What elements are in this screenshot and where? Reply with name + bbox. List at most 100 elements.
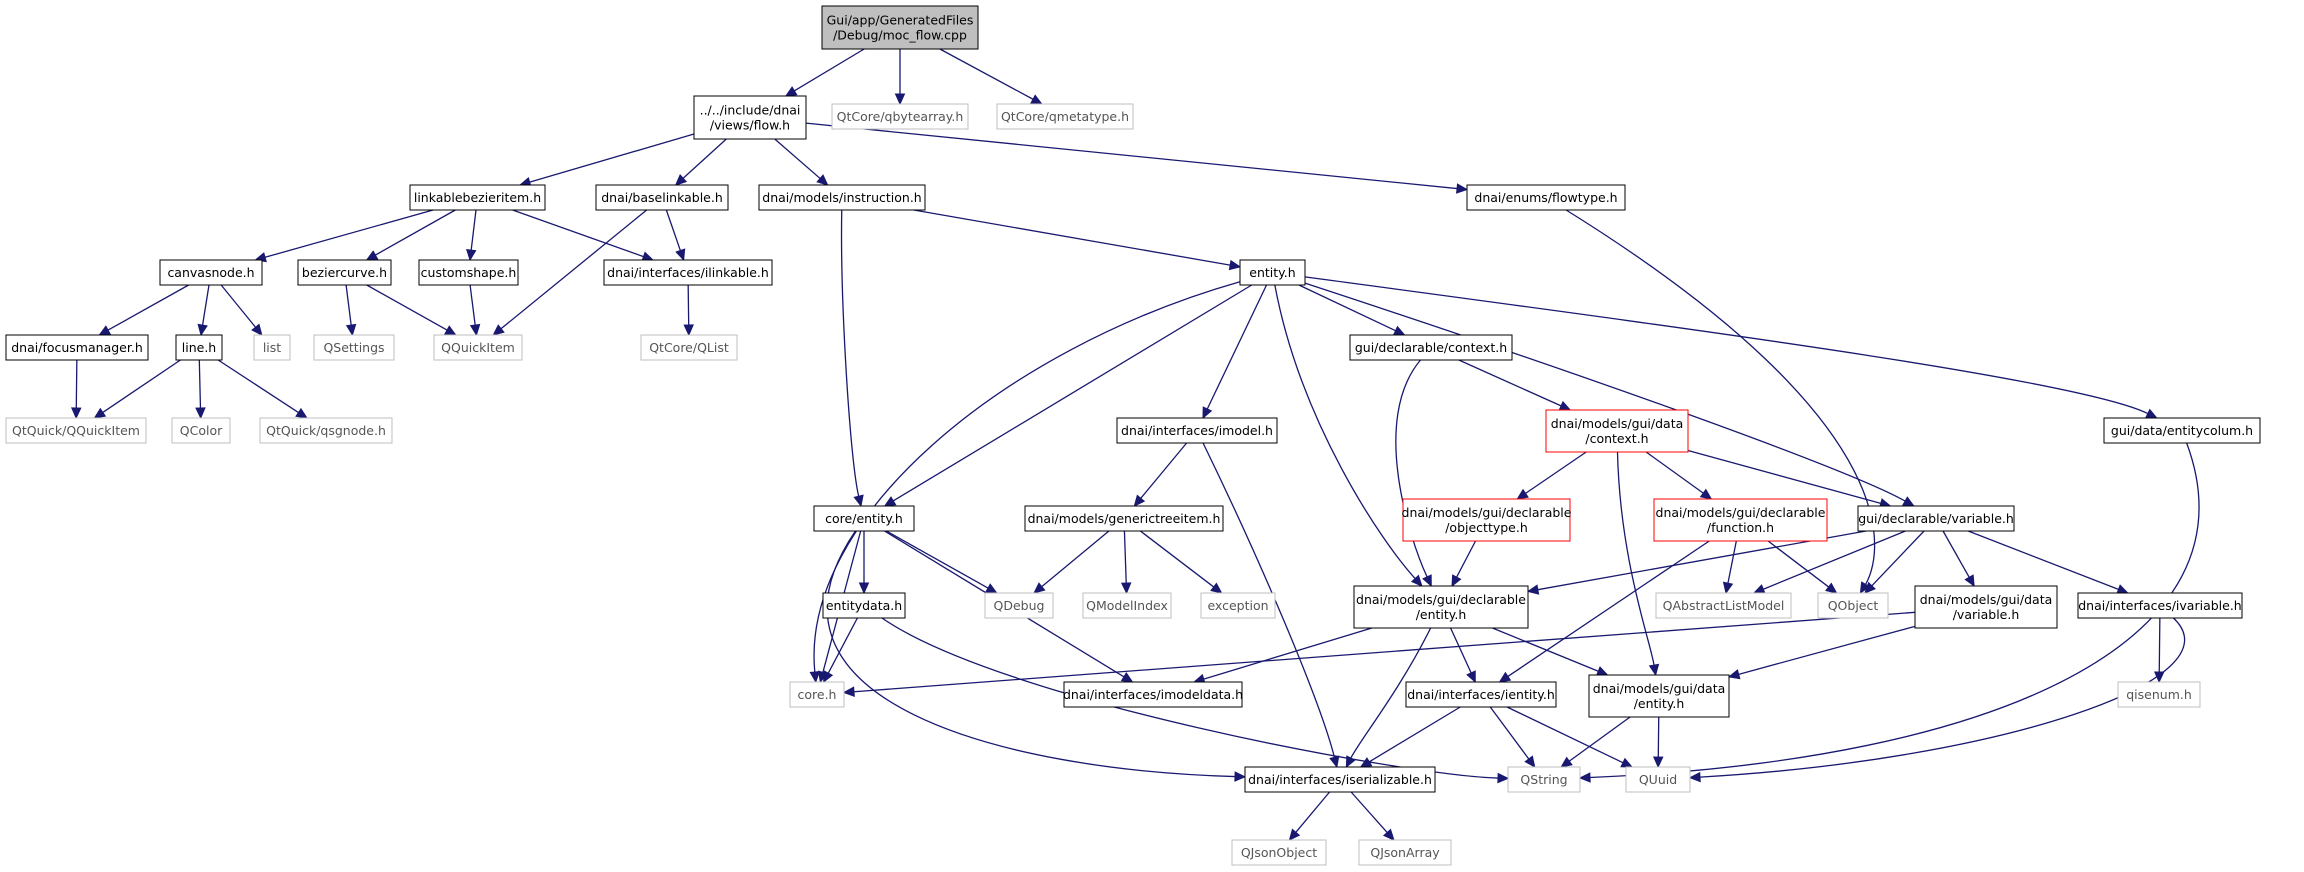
node-label: /objecttype.h	[1445, 520, 1528, 535]
edge-data_variable-to-core_h	[842, 611, 1916, 697]
arrowhead	[675, 248, 686, 262]
node-moc-flow[interactable]: Gui/app/GeneratedFiles/Debug/moc_flow.cp…	[821, 5, 979, 50]
node-qmetatype[interactable]: QtCore/qmetatype.h	[996, 103, 1134, 130]
node-line-h[interactable]: line.h	[175, 334, 223, 361]
arrowhead	[1648, 663, 1660, 677]
node-label: /views/flow.h	[710, 118, 790, 133]
node-box	[1405, 681, 1557, 708]
node-ientity[interactable]: dnai/interfaces/ientity.h	[1405, 681, 1557, 708]
node-objecttype[interactable]: dnai/models/gui/declarable/objecttype.h	[1402, 498, 1572, 542]
node-beziercurve[interactable]: beziercurve.h	[297, 259, 392, 286]
node-qcolor[interactable]: QColor	[171, 417, 231, 444]
node-label: QtQuick/QQuickItem	[12, 423, 140, 438]
node-box	[831, 103, 969, 130]
edge-line	[198, 359, 202, 409]
node-box	[1244, 766, 1436, 793]
edge-gui_variable-to-qobject	[1864, 530, 1925, 594]
edge-canvasnode-to-list	[220, 284, 263, 336]
node-qmodelindex[interactable]: QModelIndex	[1082, 592, 1172, 619]
node-qobject[interactable]: QObject	[1817, 592, 1889, 619]
node-label: core.h	[798, 687, 837, 702]
node-qisenum[interactable]: qisenum.h	[2117, 681, 2201, 708]
edge-line	[512, 209, 644, 258]
arrowhead	[492, 324, 505, 336]
edge-data_entity-to-qstring	[1560, 716, 1631, 768]
node-focusmanager[interactable]: dnai/focusmanager.h	[5, 334, 149, 361]
node-linkablebezieritem[interactable]: linkablebezieritem.h	[409, 184, 546, 211]
arrowhead	[858, 582, 870, 595]
node-box	[159, 259, 263, 286]
edge-line	[1763, 530, 1906, 590]
edge-decl_entity-to-ientity	[1450, 627, 1476, 684]
node-ilinkable[interactable]: dnai/interfaces/ilinkable.h	[603, 259, 773, 286]
node-instruction[interactable]: dnai/models/instruction.h	[758, 184, 926, 211]
node-qquickitem[interactable]: QQuickItem	[433, 334, 523, 361]
node-qjsonobject[interactable]: QJsonObject	[1231, 839, 1327, 866]
arrowhead	[1359, 757, 1373, 768]
edge-line	[375, 209, 456, 256]
node-box	[409, 184, 546, 211]
node-label: QColor	[180, 423, 223, 438]
arrowhead	[1392, 325, 1406, 336]
arrowhead	[1288, 828, 1301, 841]
edge-line	[1298, 284, 1396, 332]
edge-baselinkable-to-ilinkable	[665, 209, 686, 262]
node-box	[758, 184, 926, 211]
node-qbytearray[interactable]: QtCore/qbytearray.h	[831, 103, 969, 130]
node-core-entity[interactable]: core/entity.h	[813, 505, 915, 532]
node-qdebug[interactable]: QDebug	[984, 592, 1054, 619]
node-flow-h[interactable]: ../../include/dnai/views/flow.h	[693, 95, 807, 140]
node-data-entity[interactable]: dnai/models/gui/data/entity.h	[1588, 674, 1730, 718]
arrowhead	[1864, 581, 1876, 594]
node-qjsonarray[interactable]: QJsonArray	[1358, 839, 1452, 866]
node-flowtype[interactable]: dnai/enums/flowtype.h	[1466, 184, 1626, 211]
edge-line	[1616, 451, 1655, 666]
node-entitycolum[interactable]: gui/data/entitycolum.h	[2103, 417, 2261, 444]
node-customshape[interactable]: customshape.h	[418, 259, 519, 286]
node-baselinkable[interactable]: dnai/baselinkable.h	[595, 184, 729, 211]
edge-line_h-to-qtquick_qquickitem	[93, 359, 181, 419]
node-label: ../../include/dnai	[700, 103, 801, 118]
node-box	[418, 259, 519, 286]
node-list[interactable]: list	[253, 334, 291, 361]
node-data-variable[interactable]: dnai/models/gui/data/variable.h	[1914, 585, 2058, 629]
node-qstring[interactable]: QString	[1507, 766, 1581, 793]
edge-instruction-to-core_entity	[840, 209, 864, 508]
node-qabstractlistmodel[interactable]: QAbstractListModel	[1655, 592, 1792, 619]
edge-core_entity-to-qdebug	[885, 530, 998, 594]
edge-core_entity-to-entitydata	[858, 531, 870, 595]
node-box	[1063, 681, 1243, 708]
arrowhead	[345, 323, 357, 337]
node-entitydata[interactable]: entitydata.h	[822, 592, 906, 619]
node-entity-h[interactable]: entity.h	[1239, 259, 1306, 286]
node-qlist[interactable]: QtCore/QList	[640, 334, 738, 361]
node-box	[1358, 839, 1452, 866]
node-generictreeitem[interactable]: dnai/models/generictreeitem.h	[1024, 505, 1224, 532]
arrowhead	[1752, 584, 1766, 594]
node-qsettings[interactable]: QSettings	[313, 334, 395, 361]
arrowhead	[469, 323, 481, 337]
node-gui-variable[interactable]: gui/declarable/variable.h	[1857, 505, 2015, 532]
arrowhead	[1456, 183, 1469, 194]
node-decl-entity[interactable]: dnai/models/gui/declarable/entity.h	[1353, 585, 1529, 629]
node-qtquick-qquickitem[interactable]: QtQuick/QQuickItem	[5, 417, 147, 444]
node-imodel[interactable]: dnai/interfaces/imodel.h	[1116, 417, 1278, 444]
node-imodeldata[interactable]: dnai/interfaces/imodeldata.h	[1063, 681, 1243, 708]
node-canvasnode[interactable]: canvasnode.h	[159, 259, 263, 286]
edge-line	[913, 209, 1231, 266]
edge-line	[1568, 716, 1631, 762]
node-ivariable[interactable]: dnai/interfaces/ivariable.h	[2077, 592, 2243, 619]
node-quuid[interactable]: QUuid	[1625, 766, 1691, 793]
node-box	[297, 259, 392, 286]
node-exception[interactable]: exception	[1200, 592, 1276, 619]
node-models-context[interactable]: dnai/models/gui/data/context.h	[1545, 409, 1689, 453]
edge-line	[826, 530, 1236, 778]
node-iserializable[interactable]: dnai/interfaces/iserializable.h	[1244, 766, 1436, 793]
node-qsgnode[interactable]: QtQuick/qsgnode.h	[259, 417, 393, 444]
node-function-h[interactable]: dnai/models/gui/declarable/function.h	[1653, 498, 1828, 542]
node-box	[2117, 681, 2201, 708]
node-gui-context[interactable]: gui/declarable/context.h	[1349, 334, 1513, 361]
edge-line	[805, 122, 1458, 190]
node-core-h[interactable]: core.h	[789, 681, 845, 708]
edge-decl_entity-to-data_entity	[1492, 627, 1609, 676]
